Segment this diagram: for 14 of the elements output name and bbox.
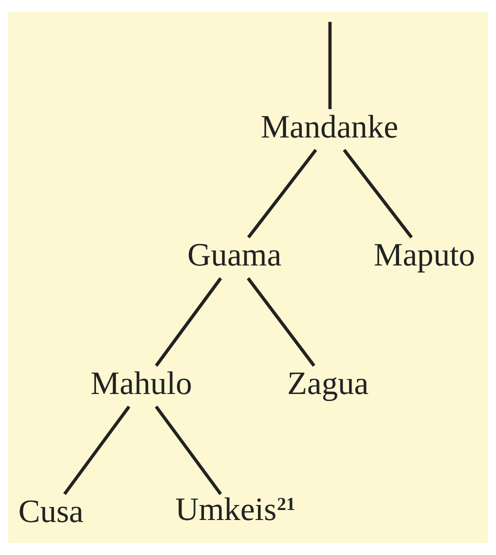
- connector: [328, 22, 332, 110]
- node-text: Maputo: [374, 238, 476, 274]
- connector: [63, 406, 130, 495]
- node-text: Mandanke: [260, 109, 398, 146]
- node-text: Cusa: [18, 494, 84, 530]
- connector: [154, 406, 222, 495]
- connector: [154, 277, 222, 367]
- connector: [247, 148, 318, 238]
- node-text: Umkeis$^{21}$: [175, 492, 296, 528]
- node-text: Guama: [187, 238, 282, 274]
- connector: [246, 277, 316, 367]
- connector: [342, 148, 413, 238]
- node-text: Mahulo: [90, 366, 192, 402]
- node-text: Zagua: [287, 366, 369, 402]
